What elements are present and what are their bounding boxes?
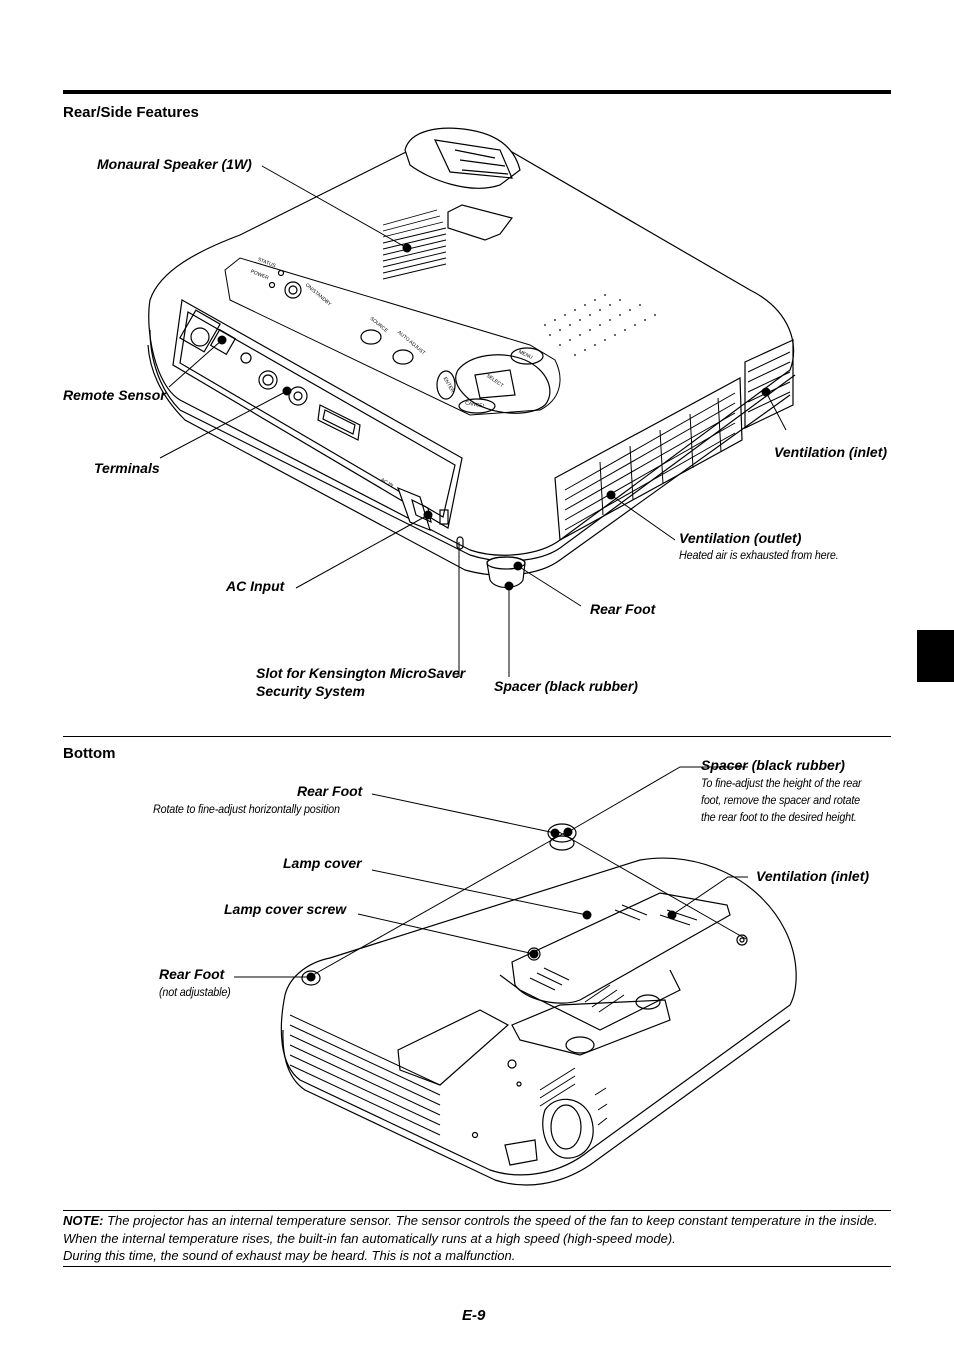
label-spacer-bottom-note3: the rear foot to the desired height.	[701, 810, 857, 824]
label-rear-foot-fixed: Rear Foot	[159, 966, 225, 982]
label-lamp-cover: Lamp cover	[283, 855, 362, 871]
label-spacer-bottom-note1: To fine-adjust the height of the rear	[701, 776, 862, 790]
note-top-rule	[63, 1210, 891, 1211]
note-line-3: During this time, the sound of exhaust m…	[63, 1248, 516, 1263]
label-remote-sensor: Remote Sensor	[63, 387, 166, 403]
note-block: NOTE: The projector has an internal temp…	[63, 1212, 891, 1265]
label-kensington-slot-line1: Slot for Kensington MicroSaver	[256, 665, 466, 681]
label-spacer-rear: Spacer (black rubber)	[494, 678, 638, 694]
label-kensington-slot-line2: Security System	[256, 683, 365, 699]
label-rear-foot-rear: Rear Foot	[590, 601, 656, 617]
section-divider	[63, 736, 891, 737]
note-bottom-rule	[63, 1266, 891, 1267]
projector-rear-illustration	[147, 127, 796, 589]
label-rear-foot-fixed-note: (not adjustable)	[159, 985, 231, 999]
section-title-rear: Rear/Side Features	[63, 104, 199, 121]
chapter-tab	[917, 630, 954, 682]
label-ventilation-outlet: Ventilation (outlet)	[679, 530, 802, 546]
label-ventilation-outlet-note: Heated air is exhausted from here.	[679, 548, 839, 562]
label-monaural-speaker: Monaural Speaker (1W)	[97, 156, 252, 172]
page-number: E-9	[462, 1307, 486, 1324]
label-ac-input: AC Input	[226, 578, 285, 594]
label-terminals: Terminals	[94, 460, 160, 476]
label-spacer-bottom: Spacer (black rubber)	[701, 757, 845, 773]
label-rear-foot-bottom: Rear Foot	[297, 783, 363, 799]
projector-bottom-illustration	[280, 823, 797, 1186]
top-rule	[63, 90, 891, 94]
note-line-1: NOTE: The projector has an internal temp…	[63, 1212, 891, 1230]
label-spacer-bottom-note2: foot, remove the spacer and rotate	[701, 793, 860, 807]
label-rear-foot-bottom-note: Rotate to fine-adjust horizontally posit…	[153, 802, 340, 816]
note-line-2: When the internal temperature rises, the…	[63, 1230, 676, 1246]
section-title-bottom: Bottom	[63, 745, 116, 762]
label-lamp-cover-screw: Lamp cover screw	[224, 901, 347, 917]
note-text-1: The projector has an internal temperatur…	[103, 1213, 878, 1228]
label-ventilation-inlet-rear: Ventilation (inlet)	[774, 444, 888, 460]
note-prefix: NOTE:	[63, 1213, 104, 1228]
label-ventilation-inlet-bottom: Ventilation (inlet)	[756, 868, 870, 884]
